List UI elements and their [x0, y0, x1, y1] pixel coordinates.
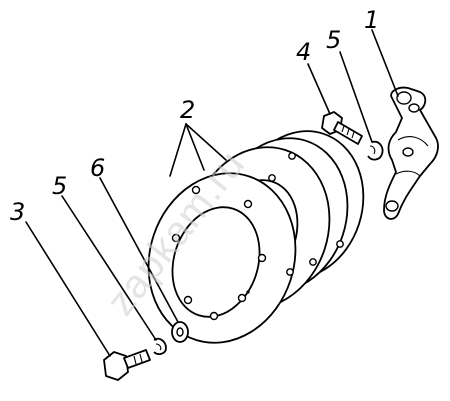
gasket-hole — [288, 152, 296, 160]
bracket-hole-middle — [402, 147, 414, 157]
gasket-hole — [309, 258, 317, 266]
bolt-lower — [103, 349, 151, 381]
gasket-hole — [336, 240, 344, 248]
gasket-hole — [191, 185, 201, 195]
leader-lines — [25, 29, 399, 357]
bracket-part — [383, 86, 439, 220]
callout-3: 3 — [10, 198, 25, 226]
callout-5-lower: 5 — [52, 172, 67, 200]
gasket-hole — [183, 295, 193, 305]
callout-2: 2 — [180, 96, 195, 124]
gasket-hole — [209, 311, 219, 321]
callout-1: 1 — [364, 6, 379, 34]
gasket-front — [147, 172, 297, 344]
flat-washer — [171, 321, 189, 343]
gasket-hole — [237, 293, 247, 303]
bracket-hole-top — [396, 91, 412, 105]
gasket-hole — [171, 233, 181, 243]
bracket-hole-upper — [408, 103, 420, 113]
lock-washer-upper — [367, 140, 384, 161]
gasket-hole — [268, 174, 276, 182]
gasket-hole — [257, 253, 267, 263]
gasket-stack — [147, 130, 365, 344]
callout-6: 6 — [90, 154, 105, 182]
callout-4: 4 — [296, 38, 311, 66]
bolt-upper — [321, 111, 363, 145]
bracket-hole-bottom — [385, 200, 399, 212]
gasket-hole — [286, 268, 294, 276]
gasket-hole — [243, 199, 253, 209]
lock-washer-lower — [153, 337, 167, 355]
callout-5-upper: 5 — [326, 26, 341, 54]
